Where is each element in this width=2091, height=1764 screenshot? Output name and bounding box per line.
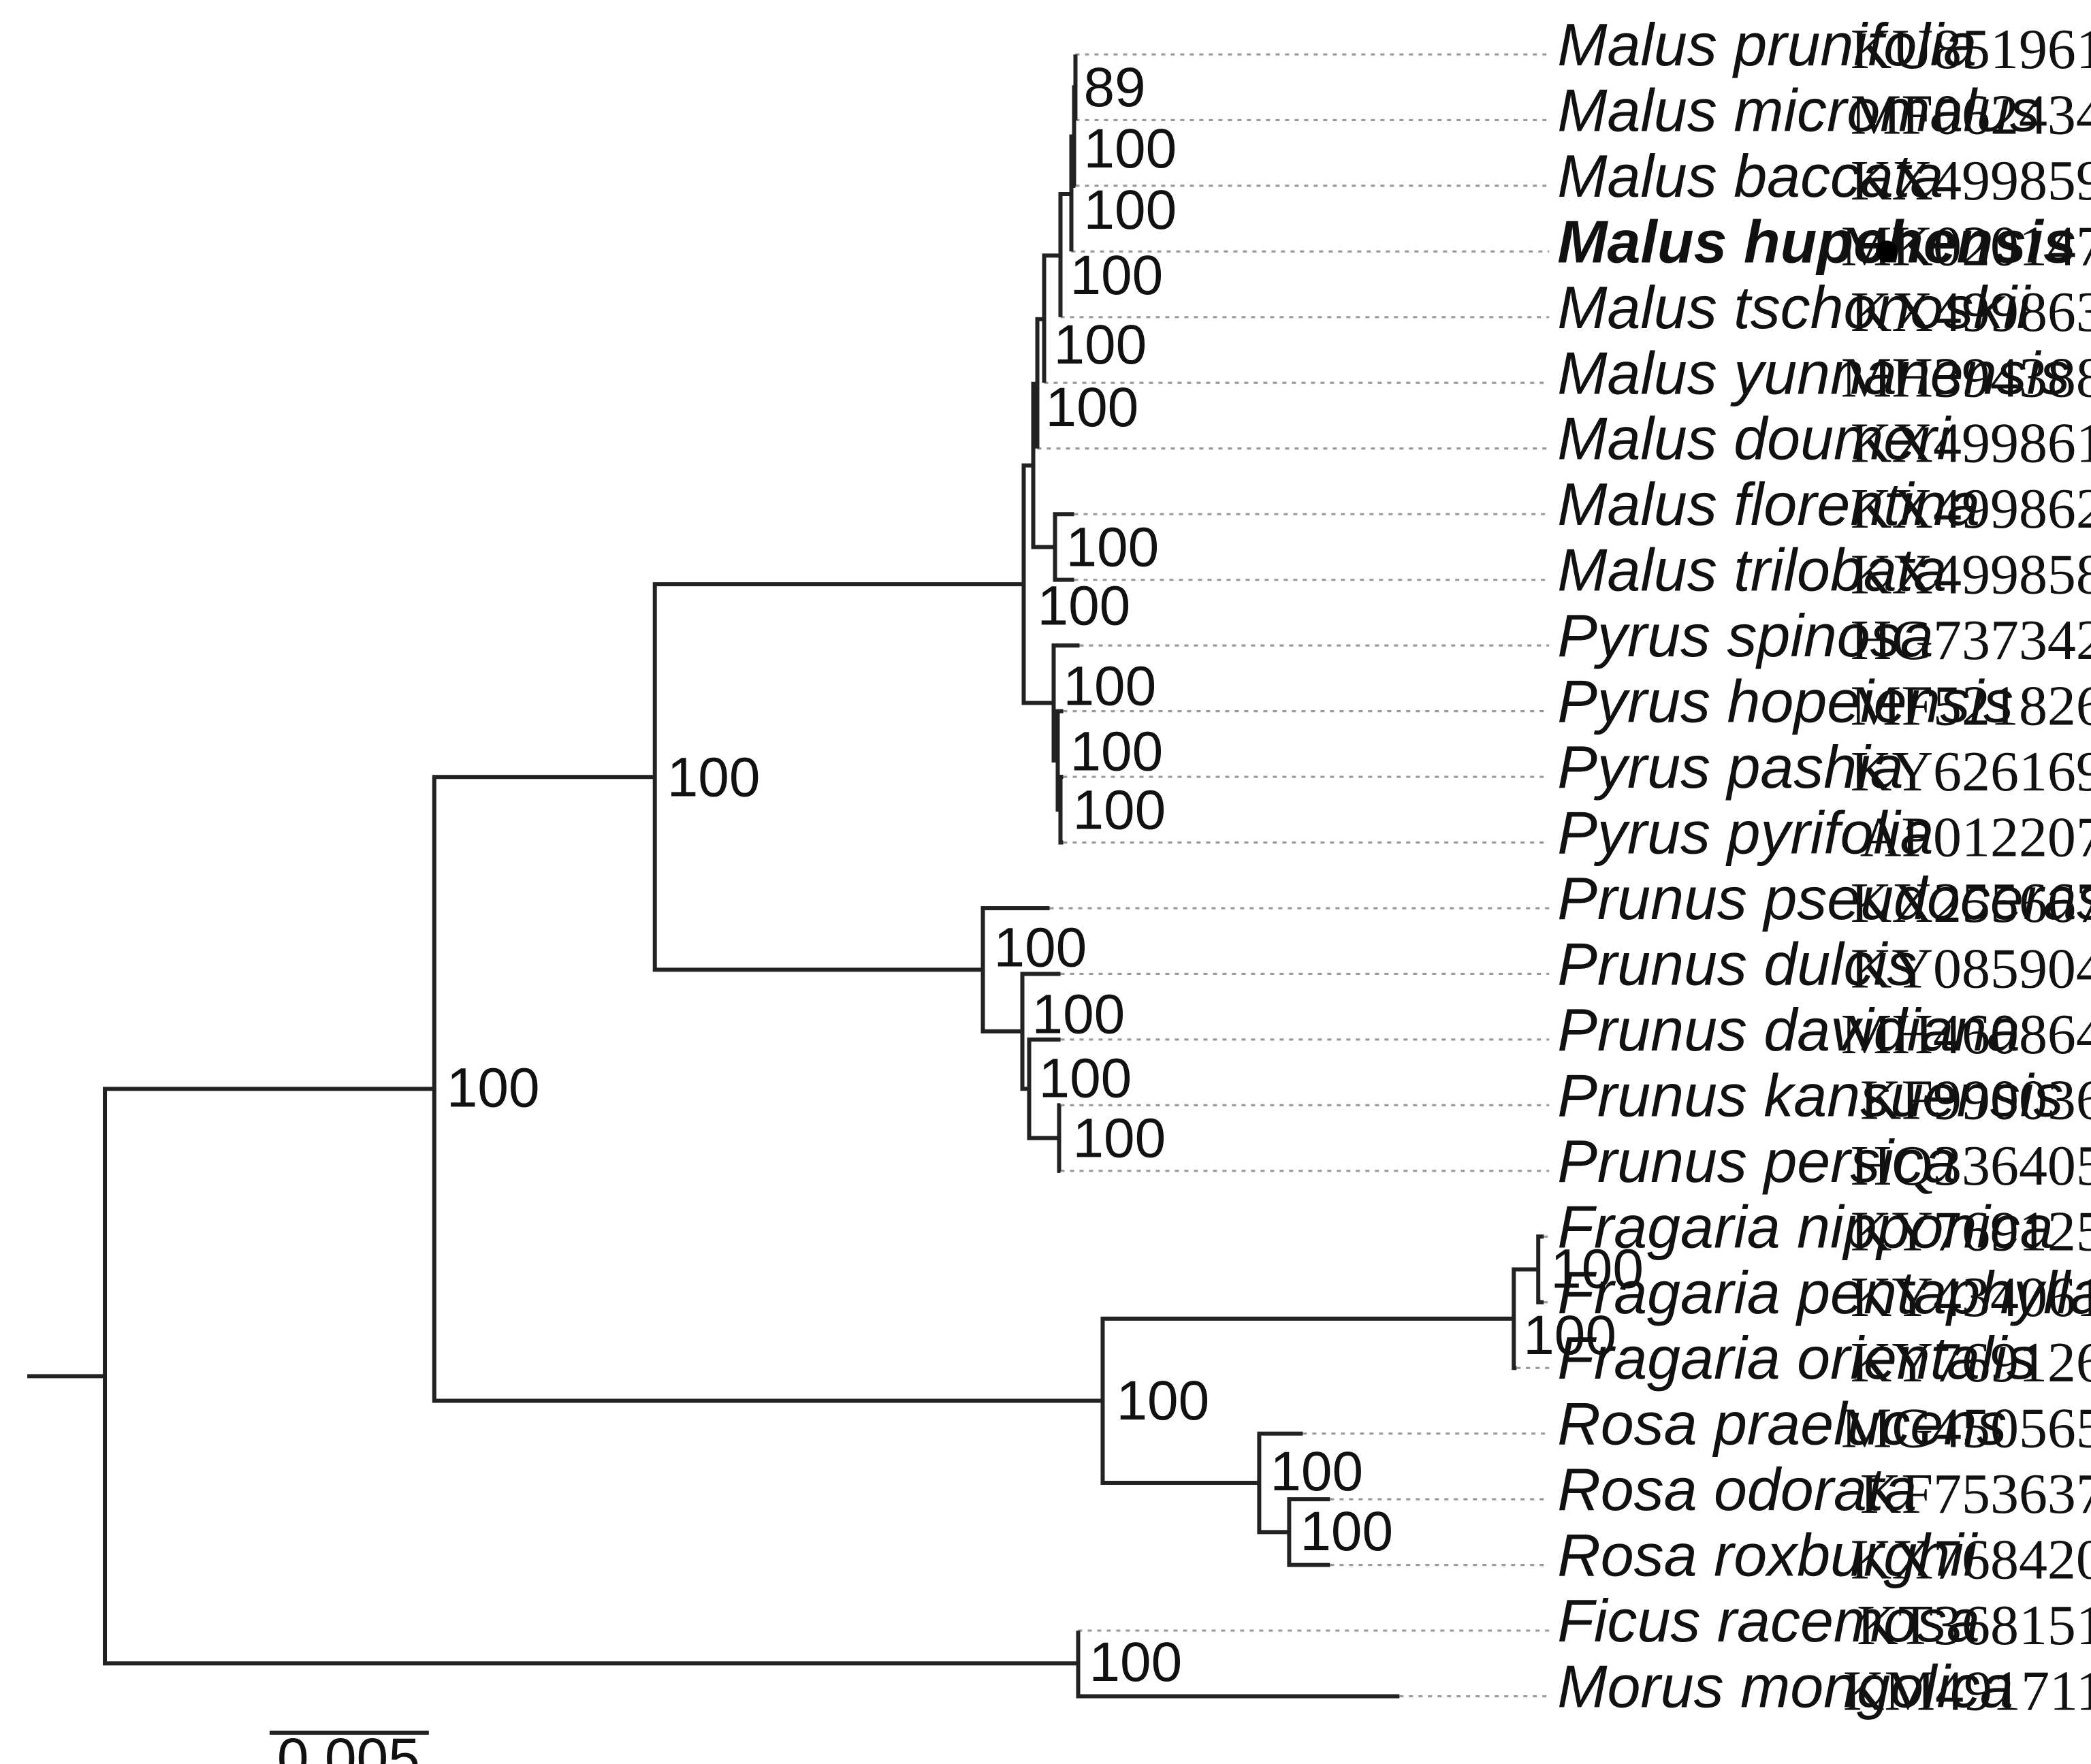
- taxon-label: Malus micromalus: [1557, 76, 2040, 144]
- bootstrap-label: 100: [1039, 1047, 1132, 1109]
- bootstrap-label: 100: [667, 747, 761, 809]
- bootstrap-label: 100: [1053, 314, 1147, 376]
- accession-label: KX768420: [1851, 1528, 2091, 1592]
- accession-label: AP012207: [1860, 806, 2091, 869]
- bootstrap-label: 100: [1116, 1370, 1209, 1432]
- taxon-label: Fragaria orientalis: [1557, 1324, 2037, 1392]
- taxon-label: Rosa odorata: [1557, 1456, 1917, 1523]
- bootstrap-label: 100: [1070, 721, 1163, 783]
- branch-n13: [1057, 1103, 1062, 1173]
- bootstrap-label: 100: [1270, 1441, 1363, 1503]
- branch-n25: [103, 1087, 1079, 1666]
- accession-label: KX499862: [1851, 477, 2091, 541]
- taxon-label: Malus yunnanensis: [1557, 339, 2070, 406]
- taxon-label: Prunus persica: [1557, 1127, 1957, 1195]
- taxon-label: Prunus kansuensis: [1557, 1061, 2063, 1129]
- branch-n5: [1042, 253, 1061, 383]
- scale-bar-label: 0.005: [277, 1726, 420, 1764]
- branch-n18: [1536, 1234, 1544, 1304]
- bootstrap-label: 100: [1523, 1304, 1616, 1366]
- taxon-label: Malus baccata: [1557, 142, 1943, 210]
- bootstrap-label: 100: [1089, 1631, 1182, 1693]
- bootstrap-label: 100: [1032, 983, 1126, 1045]
- accession-label: MF062434: [1851, 83, 2091, 146]
- bootstrap-label: 100: [447, 1057, 540, 1119]
- branch-n24: [1076, 1631, 1400, 1699]
- bootstrap-label: 100: [1038, 575, 1131, 637]
- taxon-label: Pyrus pashia: [1557, 733, 1903, 801]
- scale-bar: 0.005: [269, 1726, 429, 1764]
- taxon-label: Fragaria pentaphylla: [1557, 1259, 2091, 1326]
- branch-n2: [1072, 85, 1076, 188]
- bootstrap-labels: 8910010010010010010010010010010010010010…: [447, 57, 1644, 1693]
- accession-label: KT368151: [1857, 1594, 2091, 1657]
- accession-label: KY626169: [1851, 740, 2091, 803]
- accession-label: MH460864: [1841, 1003, 2091, 1066]
- taxon-label: Pyrus pyrifolia: [1557, 799, 1933, 867]
- taxon-label: Morus mongolica: [1557, 1653, 2013, 1720]
- taxon-label: Prunus davidiana: [1557, 996, 2020, 1063]
- accession-label: KM491711: [1843, 1660, 2091, 1723]
- accession-label: KX499858: [1851, 543, 2091, 607]
- taxon-label: Malus tschonoskii: [1557, 274, 2032, 341]
- bootstrap-label: 100: [1072, 780, 1166, 841]
- taxon-label: Pyrus spinosa: [1557, 602, 1933, 669]
- taxon-label: Malus prunifolia: [1557, 11, 1977, 78]
- taxon-label: Malus florentina: [1557, 470, 1980, 538]
- accession-label: KX255667: [1851, 871, 2091, 935]
- tree-branches: [27, 54, 1544, 1699]
- taxon-label: Rosa praelucens: [1557, 1390, 2007, 1458]
- bootstrap-label: 100: [994, 916, 1087, 978]
- accession-label: KY769125: [1851, 1200, 2091, 1263]
- accession-label: KX499859: [1851, 149, 2091, 212]
- bootstrap-label: 100: [1070, 244, 1163, 306]
- taxon-label: Pyrus hopeiensis: [1557, 668, 2013, 735]
- accession-label: KX499863: [1851, 280, 2091, 344]
- bootstrap-label: 100: [1083, 179, 1177, 241]
- branch-n3: [1069, 134, 1074, 252]
- accession-label: HQ336405: [1851, 1134, 2091, 1198]
- accession-label: KY085904: [1851, 937, 2091, 1000]
- bootstrap-label: 100: [1550, 1238, 1644, 1300]
- accession-label: KF753637: [1860, 1462, 2091, 1526]
- taxon-label: Fragaria nipponica: [1557, 1193, 2054, 1260]
- taxon-label: Rosa roxburghii: [1557, 1522, 1978, 1589]
- taxon-label: Prunus dulcis: [1557, 930, 1917, 997]
- bootstrap-label: 100: [1063, 656, 1156, 718]
- bootstrap-label: 100: [1072, 1107, 1166, 1169]
- bootstrap-label: 100: [1046, 376, 1139, 438]
- taxon-label: Malus trilobata: [1557, 536, 1947, 604]
- accession-label: KU851961: [1851, 18, 2091, 81]
- bootstrap-label: 100: [1066, 517, 1159, 579]
- accession-label: MF521826: [1851, 675, 2091, 738]
- tip-guide-lines: [1037, 53, 1550, 1698]
- taxon-label: Malus doumeri: [1557, 405, 1951, 472]
- branch-n6: [1035, 317, 1044, 449]
- highlight-marker-icon: [1876, 240, 1898, 263]
- taxon-label: Ficus racemosa: [1557, 1587, 1980, 1654]
- taxon-label: Malus hupehensis: [1557, 208, 2076, 275]
- taxon-label: Prunus pseudocerasus: [1557, 865, 2091, 932]
- accession-label: MG450565: [1841, 1397, 2091, 1460]
- accession-labels: KU851961MF062434KX499859MK020147KX499863…: [1841, 18, 2091, 1723]
- accession-label: KF990036: [1860, 1068, 2091, 1132]
- accession-label: KY434061: [1851, 1266, 2091, 1329]
- branch-n9: [1058, 775, 1064, 845]
- accession-label: KY769126: [1851, 1331, 2091, 1394]
- accession-label: HG737342: [1851, 609, 2091, 672]
- bootstrap-label: 100: [1300, 1501, 1393, 1562]
- accession-label: KX499861: [1851, 412, 2091, 475]
- accession-label: MH394388: [1841, 346, 2091, 409]
- branch-n4: [1058, 191, 1072, 317]
- bootstrap-label: 100: [1083, 118, 1177, 180]
- bootstrap-label: 89: [1083, 57, 1145, 118]
